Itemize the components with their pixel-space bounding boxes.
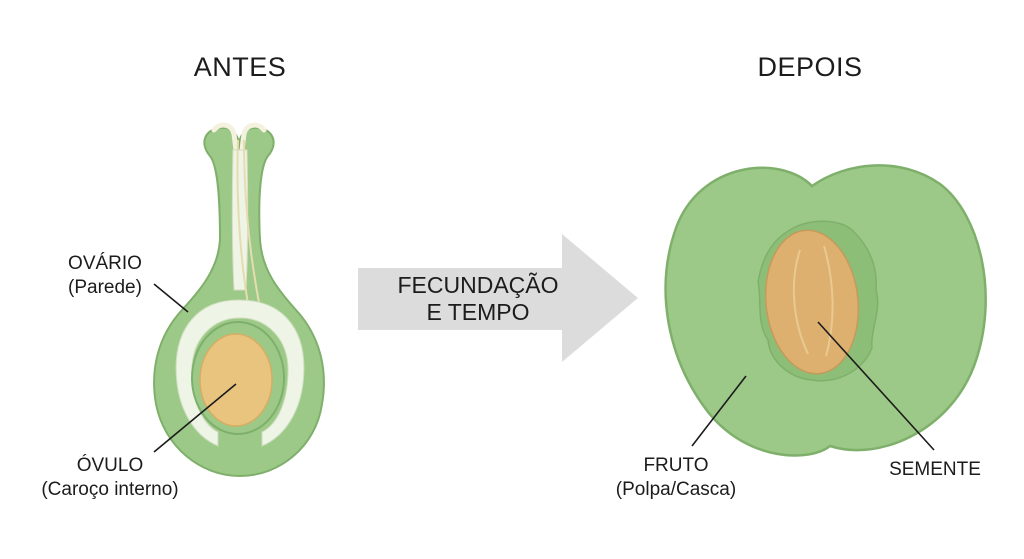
ovary-label-sub: (Parede) bbox=[68, 277, 142, 298]
stigma bbox=[211, 122, 267, 153]
seed-texture bbox=[792, 245, 834, 357]
arrow-label-line1: FECUNDAÇÃO bbox=[397, 272, 559, 298]
arrow-label: FECUNDAÇÃO E TEMPO bbox=[368, 272, 588, 326]
seed bbox=[764, 229, 860, 375]
ovule bbox=[199, 333, 273, 427]
ovary-label: OVÁRIO (Parede) bbox=[40, 252, 170, 300]
heading-after: DEPOIS bbox=[757, 52, 863, 82]
pistil-illustration bbox=[153, 122, 325, 478]
seed-label-title: SEMENTE bbox=[889, 459, 981, 480]
ovary-leader bbox=[153, 283, 189, 313]
ovary-label-title: OVÁRIO bbox=[68, 253, 142, 274]
arrow-label-line2: E TEMPO bbox=[426, 299, 530, 325]
seed-leader bbox=[817, 321, 935, 451]
seed-label: SEMENTE bbox=[870, 458, 1000, 482]
fruit-label-sub: (Polpa/Casca) bbox=[615, 479, 737, 500]
fruit-leader bbox=[691, 375, 747, 447]
ovule-leader bbox=[153, 383, 237, 453]
ovary-cavity bbox=[175, 299, 305, 447]
fruit-label: FRUTO (Polpa/Casca) bbox=[596, 454, 756, 502]
ovule-label: ÓVULO (Caroço interno) bbox=[20, 454, 200, 502]
fruit-illustration bbox=[664, 164, 987, 457]
ovule-label-title: ÓVULO bbox=[76, 455, 144, 476]
heading-before: ANTES bbox=[193, 52, 287, 82]
fruit-label-title: FRUTO bbox=[643, 455, 709, 476]
pollen-tube bbox=[236, 139, 263, 319]
ovule-label-sub: (Caroço interno) bbox=[41, 479, 179, 500]
process-arrow bbox=[358, 234, 638, 362]
